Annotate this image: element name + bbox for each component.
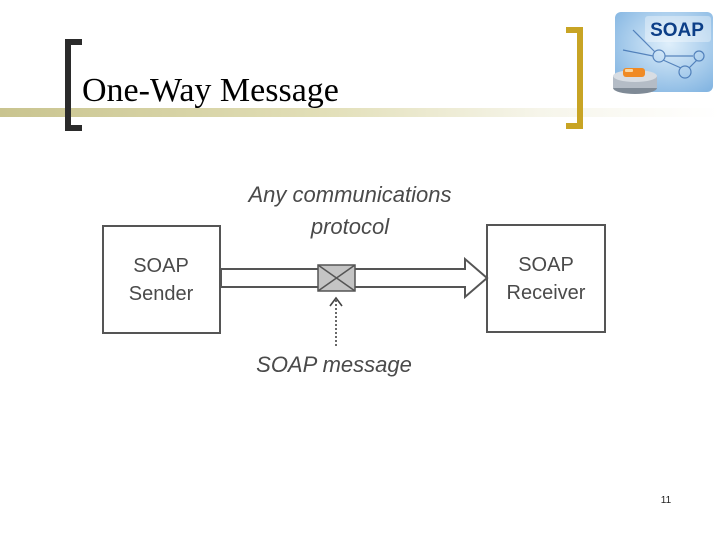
message-pointer-head (329, 296, 343, 307)
envelope-icon (317, 264, 356, 292)
right-bracket (566, 27, 583, 129)
soap-sender-box (102, 225, 221, 334)
receiver-label-line1: SOAP (518, 254, 574, 276)
page-number: 11 (660, 495, 672, 506)
slide-title: One-Way Message (82, 72, 339, 109)
soap-receiver-box (486, 224, 606, 333)
title-band (0, 108, 720, 117)
protocol-label-line1: Any communications (247, 182, 452, 207)
protocol-label-line2: protocol (310, 214, 390, 239)
message-label: SOAP message (256, 352, 412, 377)
sender-label-line1: SOAP (133, 255, 189, 277)
receiver-label-line2: Receiver (507, 282, 586, 304)
sender-label-line2: Sender (129, 283, 194, 305)
soap-logo-icon: SOAP (613, 12, 713, 94)
soap-logo-text: SOAP (650, 20, 704, 41)
left-bracket (65, 39, 82, 131)
